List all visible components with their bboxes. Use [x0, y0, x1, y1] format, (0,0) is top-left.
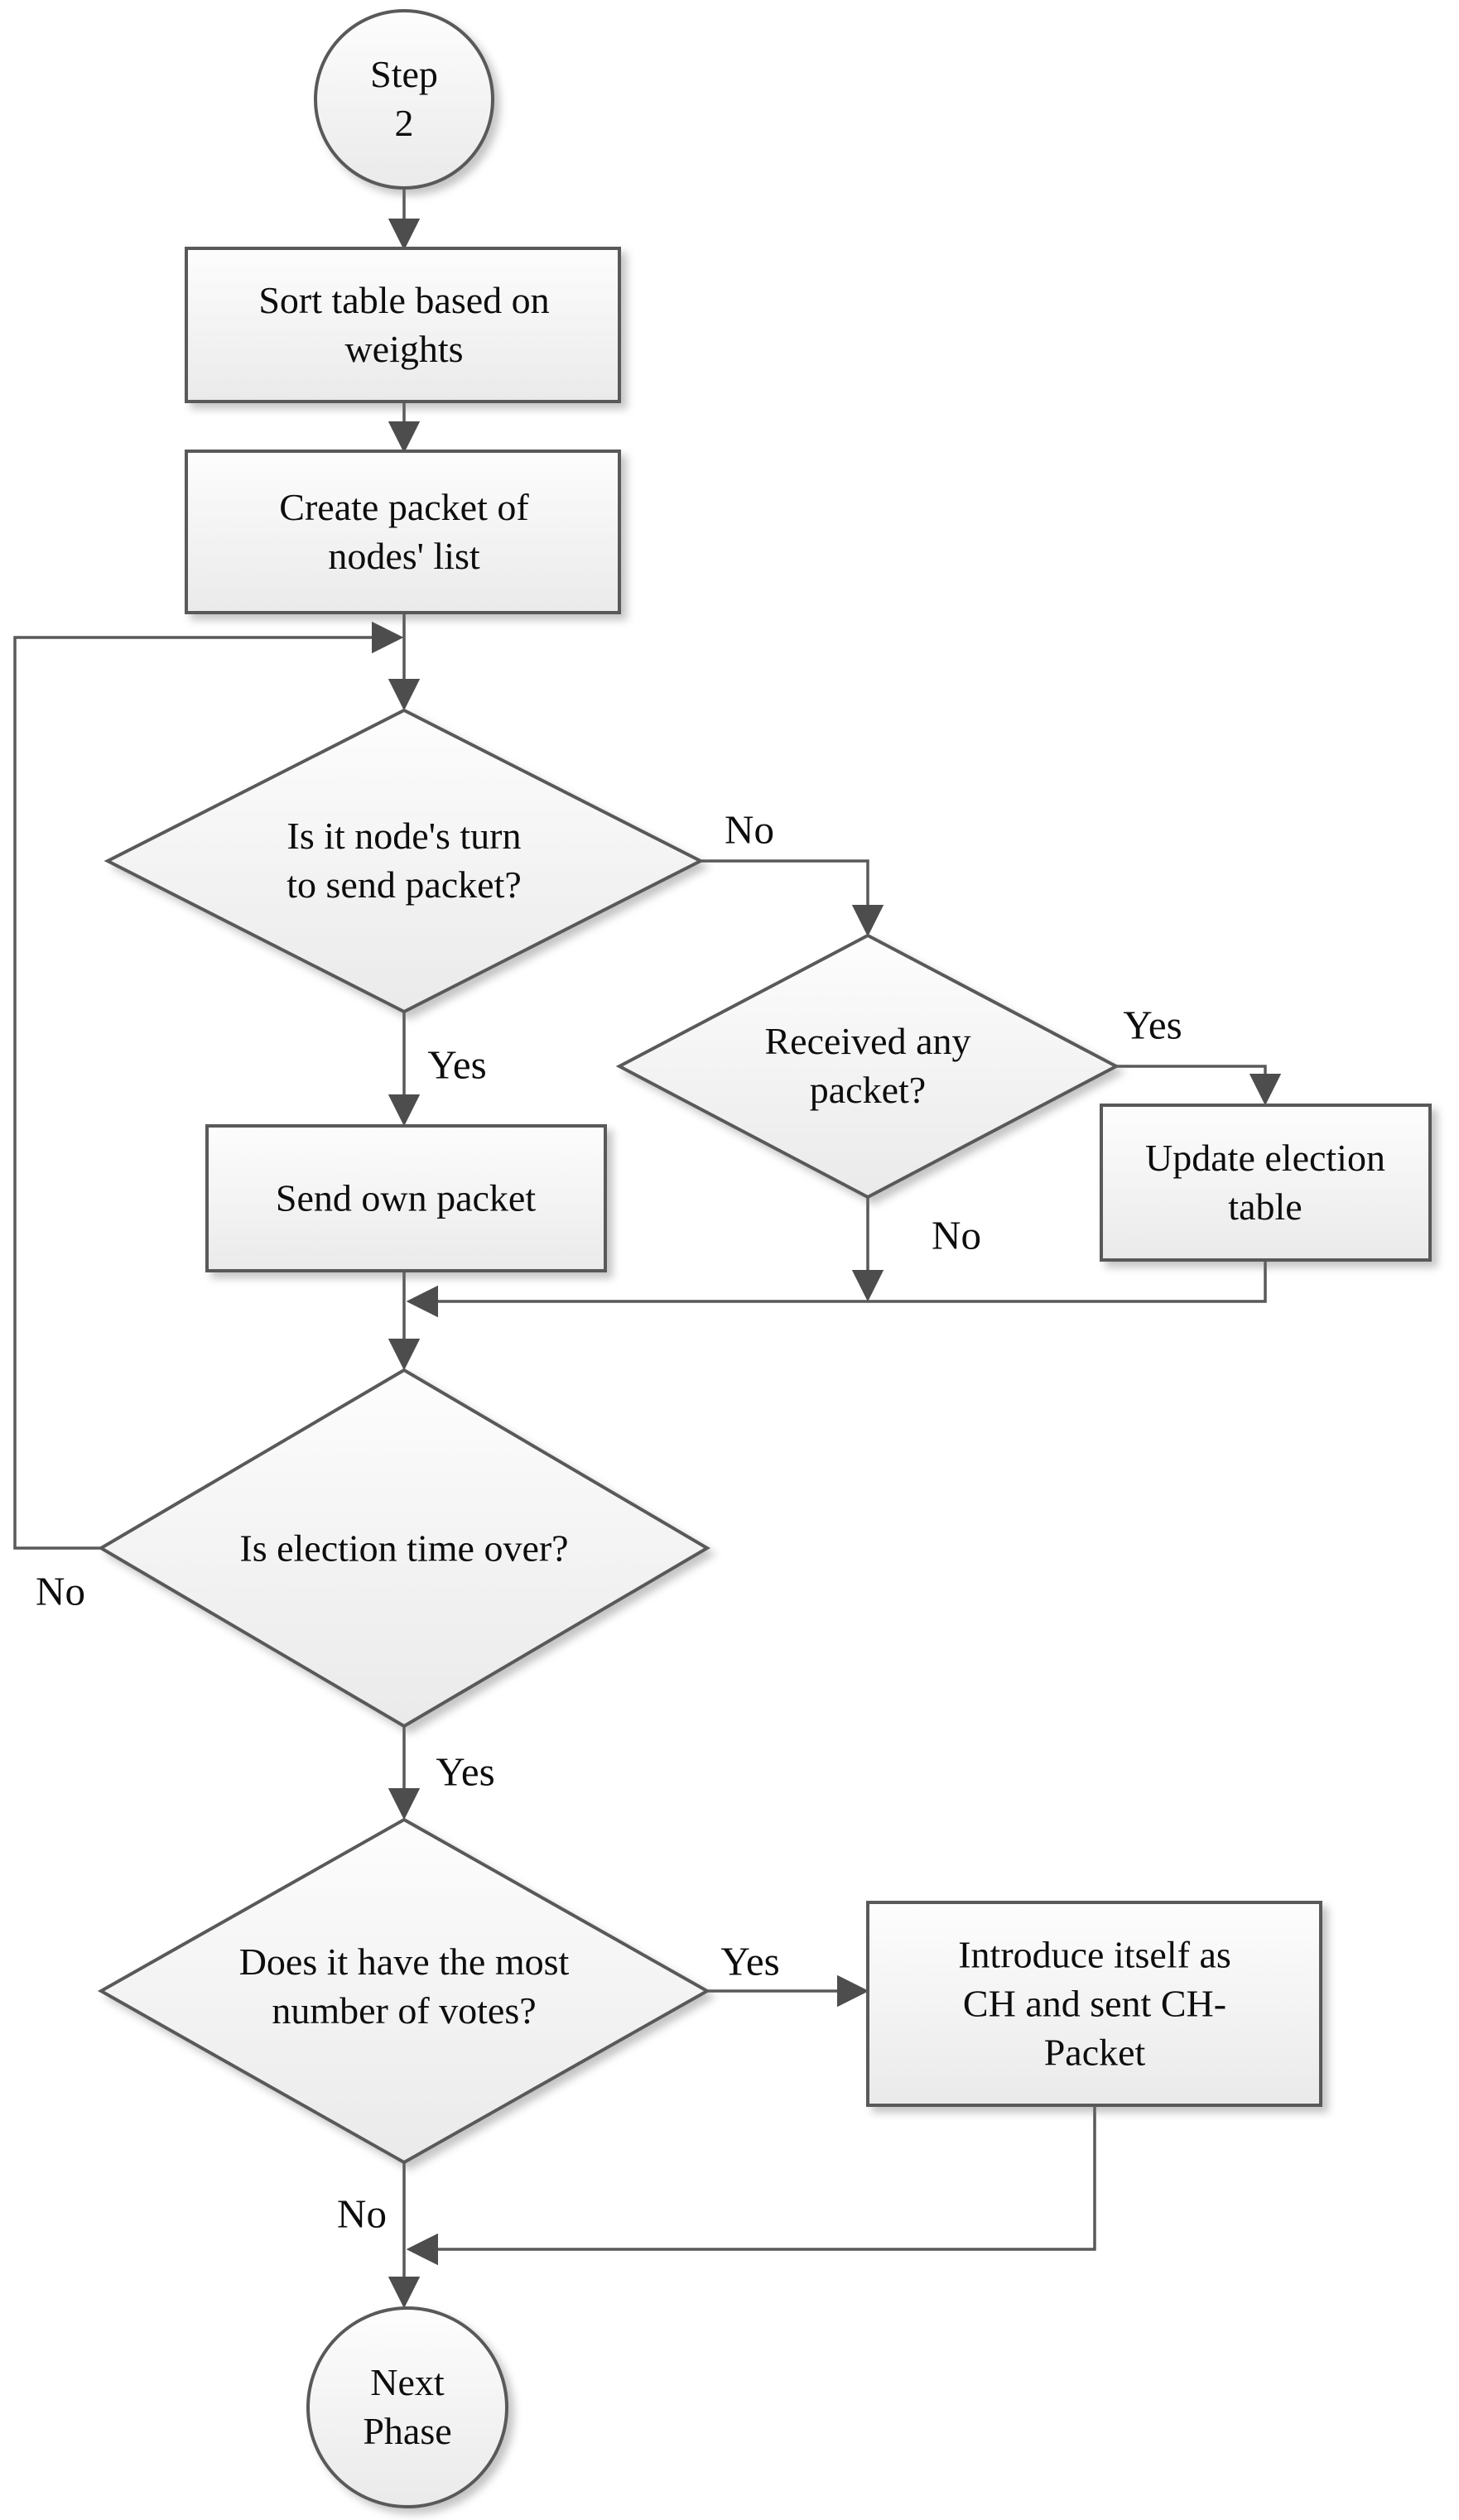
node-sort-table-label: Sort table based on weights	[258, 279, 550, 370]
decision-node-turn-label: Is it node's turn to send packet?	[287, 815, 522, 906]
edge-label-election-yes: Yes	[436, 1748, 495, 1795]
process-introduce-ch-label: Introduce itself as CH and sent CH- Pack…	[958, 1933, 1231, 2074]
process-update-table-shape	[1100, 1104, 1432, 1262]
edge-received-yes-to-update	[1116, 1065, 1282, 1106]
decision-most-votes-shape	[97, 1817, 711, 2165]
node-step-2-shape	[314, 9, 494, 190]
decision-received-packet-label: Received any packet?	[764, 1020, 971, 1111]
edge-update-to-merge	[406, 1261, 1267, 1318]
node-create-packet-label: Create packet of nodes' list	[279, 486, 529, 577]
node-step-2-label: Step 2	[370, 53, 438, 144]
edge-label-votes-yes: Yes	[720, 1938, 780, 1984]
edge-label-votes-no: No	[337, 2191, 387, 2237]
process-introduce-ch-shape	[866, 1901, 1322, 2107]
edge-label-received-yes: Yes	[1123, 1002, 1182, 1048]
process-update-table-label: Update election table	[1145, 1137, 1385, 1228]
edge-label-received-no: No	[932, 1212, 981, 1258]
decision-election-time-label: Is election time over?	[239, 1527, 569, 1570]
edge-turn-no-to-received	[701, 859, 884, 937]
edge-label-election-no: No	[36, 1568, 85, 1614]
process-send-packet-shape	[205, 1124, 607, 1272]
decision-election-time-shape	[98, 1368, 710, 1729]
edge-label-turn-no: No	[725, 806, 774, 853]
edge-election-no-loopback	[13, 621, 404, 1550]
process-send-packet-label: Send own packet	[275, 1176, 537, 1219]
node-next-phase-shape	[306, 2306, 508, 2508]
node-next-phase-label: Next Phase	[363, 2361, 452, 2452]
node-create-packet-shape	[185, 450, 621, 614]
decision-most-votes-label: Does it have the most number of votes?	[238, 1940, 570, 2032]
decision-node-turn-shape	[104, 708, 705, 1014]
edge-label-turn-yes: Yes	[427, 1041, 487, 1088]
node-sort-table-shape	[185, 247, 621, 403]
decision-received-packet-shape	[615, 933, 1120, 1200]
edge-introduce-to-merge	[406, 2106, 1096, 2266]
